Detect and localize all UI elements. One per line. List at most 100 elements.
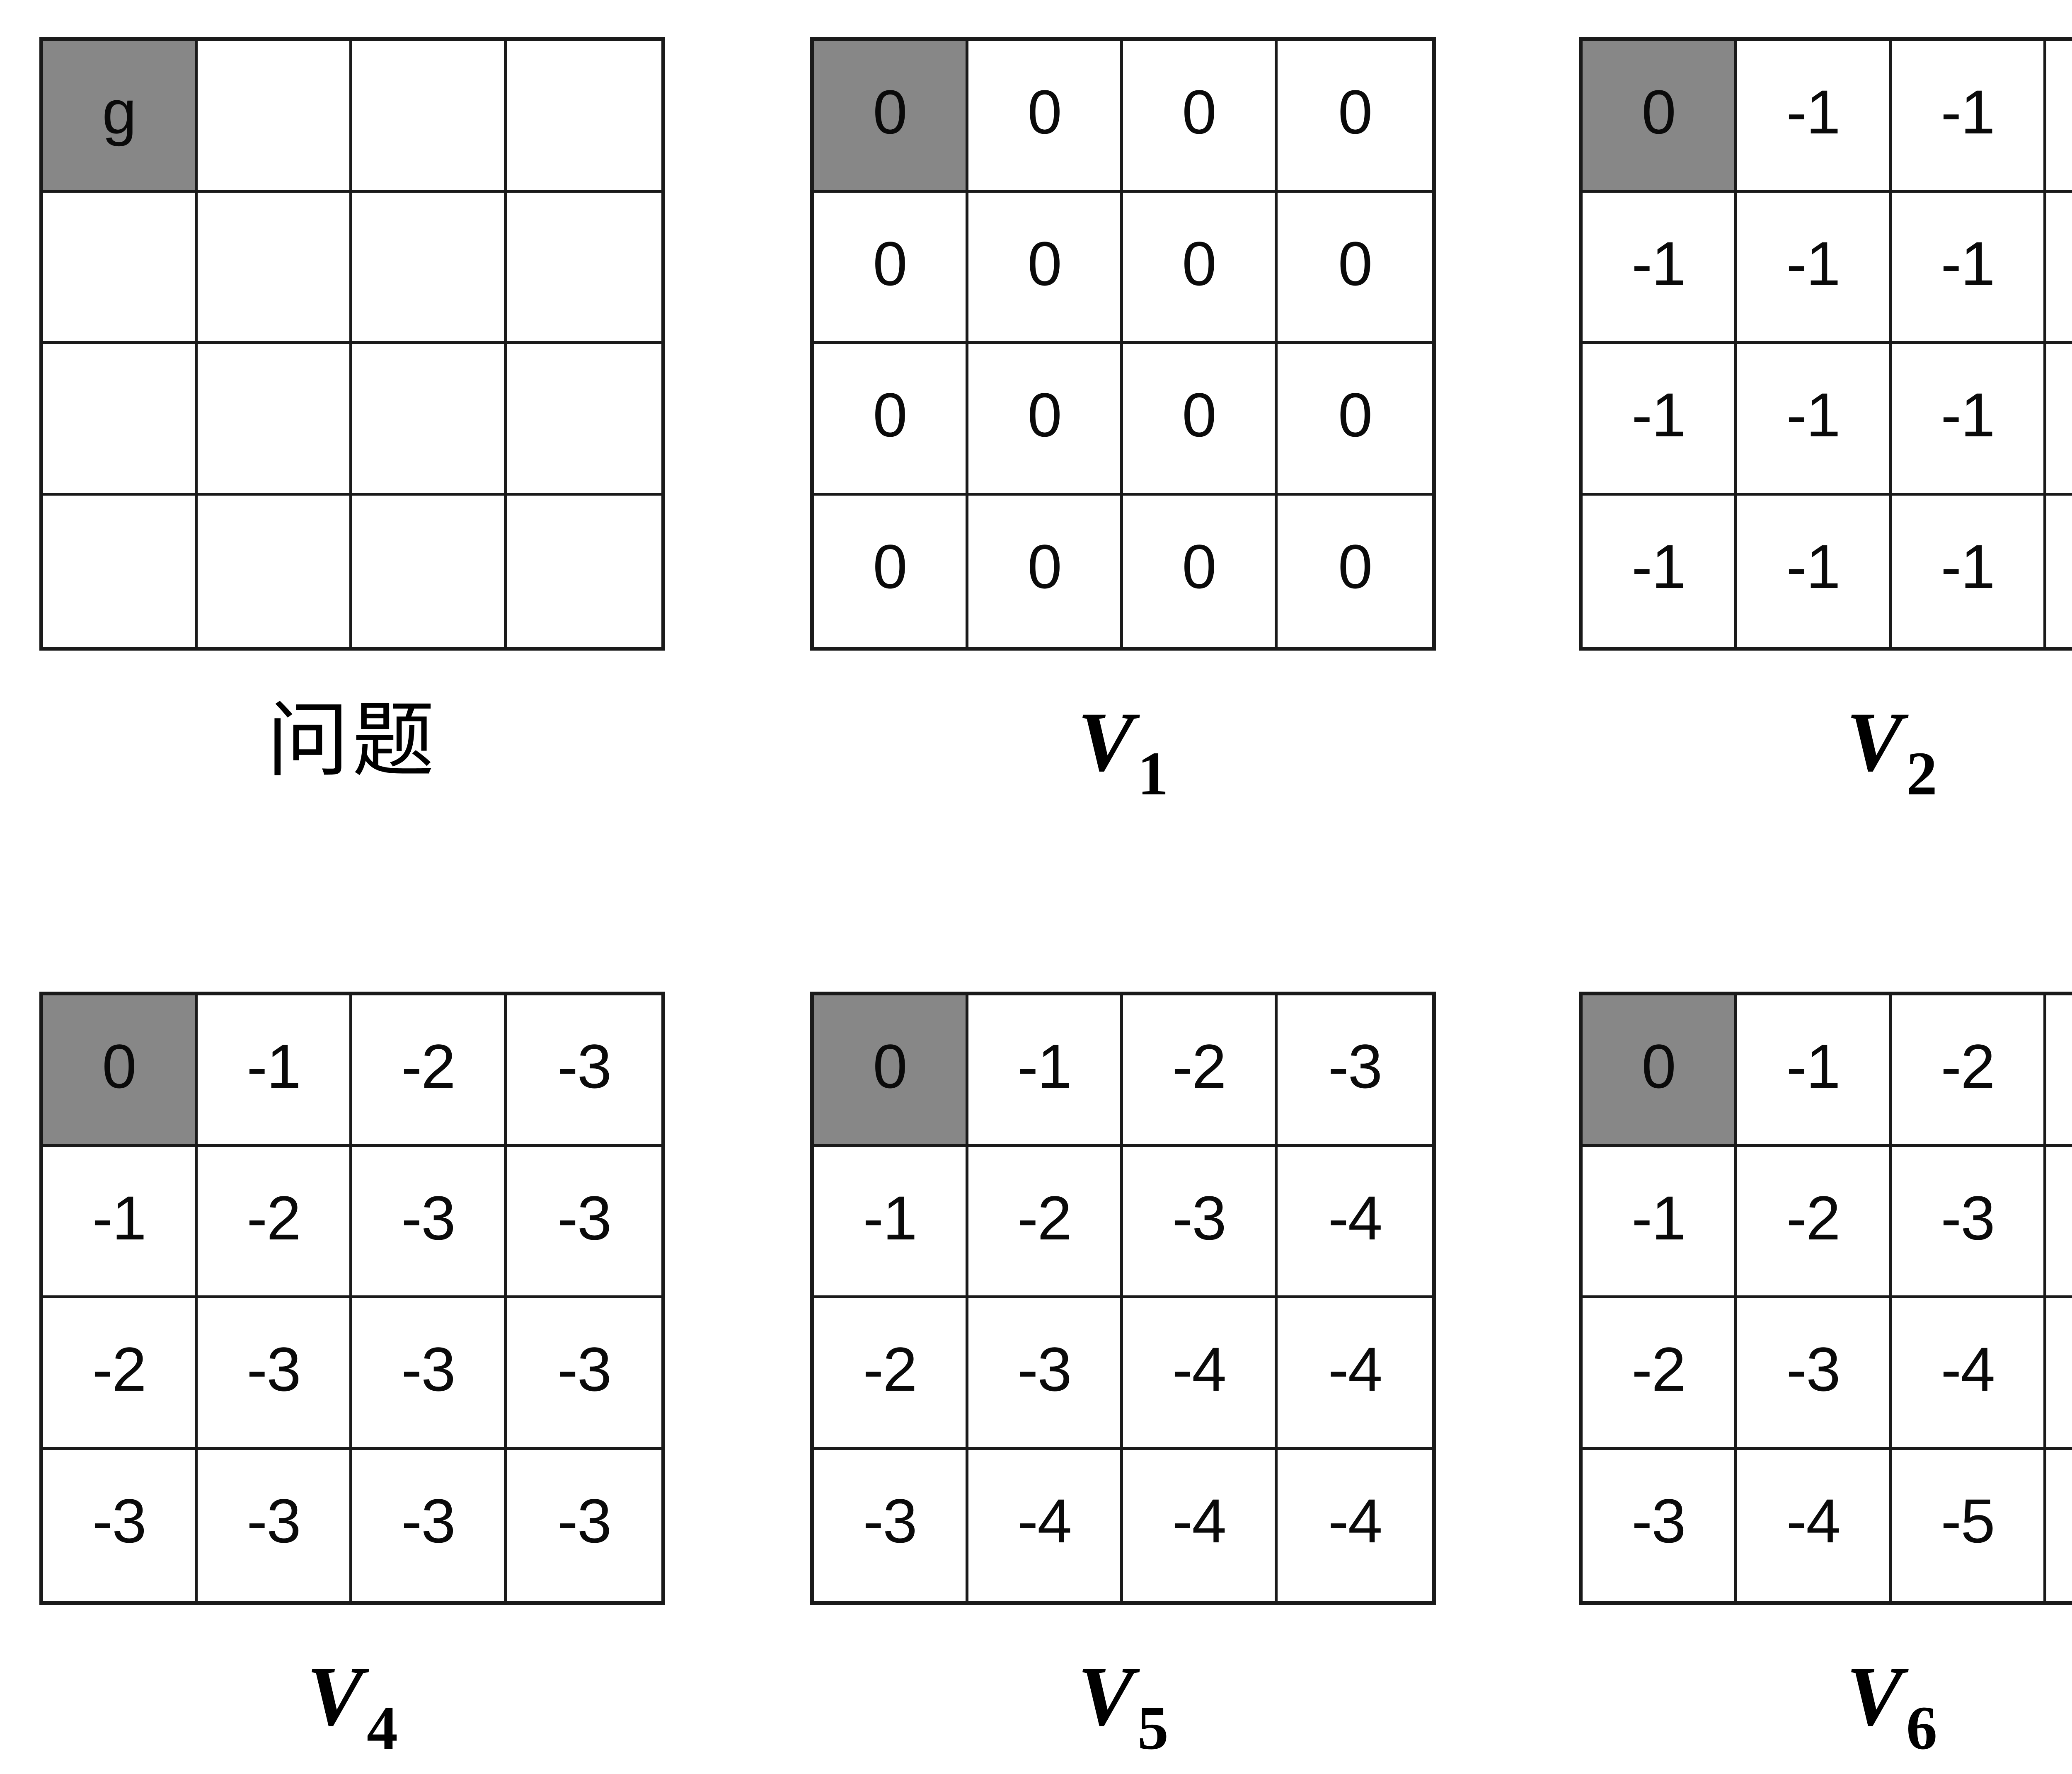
grid-cell [352,495,507,647]
grid-cell: 0 [1583,41,1737,193]
grid-cell: -3 [507,1298,661,1450]
grid-cell: 0 [1123,41,1278,193]
grid-cell: -1 [198,995,352,1147]
cell-value: -1 [1631,1183,1686,1253]
grid-cell: 0 [814,344,968,496]
grid-cell: -1 [1737,495,1892,647]
grid-cell: -3 [968,1298,1123,1450]
caption-symbol: V [1077,695,1135,789]
grid-v6: 0-1-2-3-1-2-3-4-2-3-4-5-3-4-5-5 [1579,992,2072,1605]
grid-cell: 0 [968,344,1123,496]
grid-cell: 0 [814,995,968,1147]
grid-cell: -3 [352,1450,507,1601]
cell-value: 0 [1641,1031,1676,1101]
grid-cell: -2 [198,1147,352,1298]
grid-cell: -4 [1892,1298,2046,1450]
grid-cell [198,344,352,496]
cell-value: -3 [1631,1486,1686,1556]
grid-cell: -4 [1278,1147,1432,1298]
grid-cell: -3 [1737,1298,1892,1450]
cell-value: 0 [873,1031,907,1101]
cell-value: 0 [1182,77,1216,147]
grid-cell: -1 [2046,192,2072,344]
grid-cell [507,41,661,193]
grid-cell: 0 [1123,495,1278,647]
grid-cell: -2 [968,1147,1123,1298]
grid-v4: 0-1-2-3-1-2-3-3-2-3-3-3-3-3-3-3 [39,992,665,1605]
grid-cell: -1 [1892,495,2046,647]
cell-value: -3 [247,1334,301,1404]
cell-value: -3 [401,1183,455,1253]
panel-caption-v1: V1 [810,699,1436,805]
grid-cell: -3 [507,1450,661,1601]
cell-value: -1 [1786,1031,1840,1101]
panel-caption-v5: V5 [810,1654,1436,1759]
caption-subscript: 1 [1137,739,1169,808]
cell-value: -3 [401,1334,455,1404]
grid-cell: 0 [1123,344,1278,496]
grid-cell: -3 [507,995,661,1147]
cell-value: -1 [1631,228,1686,298]
grid-cell: -4 [2046,1147,2072,1298]
grid-cell: 0 [814,192,968,344]
grid-cell [198,41,352,193]
cell-value: 0 [1338,531,1372,601]
panel-caption-problem: 问题 [39,699,665,803]
value-table-panel-v6: 0-1-2-3-1-2-3-4-2-3-4-5-3-4-5-5V6 [1579,992,2072,1759]
grid-cell: 0 [1583,995,1737,1147]
grid-cell: -1 [1892,41,2046,193]
grid-cell: -1 [968,995,1123,1147]
grid-cell: -1 [1737,344,1892,496]
grid-cell: 0 [968,41,1123,193]
grid-cell: -4 [1278,1450,1432,1601]
grid-cell: -2 [1737,1147,1892,1298]
grid-cell [198,192,352,344]
grid-cell: -4 [1737,1450,1892,1601]
grid-cell: -1 [43,1147,198,1298]
grid-cell: -3 [43,1450,198,1601]
cell-value: -1 [1631,531,1686,601]
cell-value: -2 [1786,1183,1840,1253]
cell-value: -3 [401,1486,455,1556]
grid-cell: -4 [1278,1298,1432,1450]
cell-value: -4 [1017,1486,1072,1556]
cell-value: 0 [1338,380,1372,450]
cell-value: -3 [1786,1334,1840,1404]
cell-value: -5 [1941,1486,1995,1556]
grid-cell: -1 [1583,495,1737,647]
grid-cell: -3 [1278,995,1432,1147]
grid-cell: -4 [968,1450,1123,1601]
grid-cell: 0 [1278,192,1432,344]
grid-cell: -1 [2046,495,2072,647]
grid-cell: -3 [198,1450,352,1601]
cell-value: 0 [1182,228,1216,298]
cell-value: -1 [92,1183,146,1253]
cell-value: 0 [1027,228,1062,298]
cell-value: -3 [1328,1031,1382,1101]
cell-value: -3 [247,1486,301,1556]
cell-value: -1 [1631,380,1686,450]
cell-value: 0 [1027,77,1062,147]
grid-cell: -1 [1737,192,1892,344]
cell-value: -2 [401,1031,455,1101]
cell-value: -1 [863,1183,917,1253]
cell-value: -1 [1941,380,1995,450]
grid-cell: 0 [1278,495,1432,647]
caption-subscript: 4 [366,1694,398,1762]
cell-value: -3 [1941,1183,1995,1253]
grid-cell: -5 [2046,1450,2072,1601]
value-table-panel-v2: 0-1-1-1-1-1-1-1-1-1-1-1-1-1-1-1V2 [1579,37,2072,805]
grid-cell: -5 [1892,1450,2046,1601]
cell-value: 0 [1338,77,1372,147]
cell-value: -4 [1786,1486,1840,1556]
cell-value: -3 [1172,1183,1226,1253]
grid-cell: 0 [1278,344,1432,496]
cell-value: -4 [1328,1334,1382,1404]
cell-value: -1 [1786,380,1840,450]
grid-cell [507,192,661,344]
caption-subscript: 6 [1906,1694,1937,1762]
cell-value: 0 [1641,77,1676,147]
